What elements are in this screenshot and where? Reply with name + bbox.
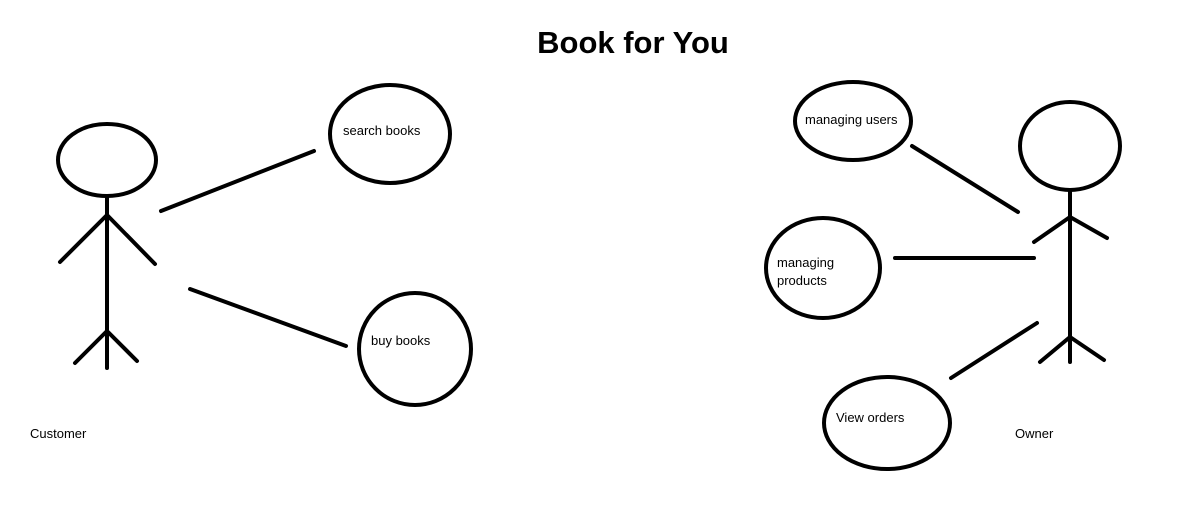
use-case-search-books: search books <box>328 83 452 185</box>
actor-customer-label: Customer <box>30 426 87 441</box>
diagram-title: Book for You <box>537 25 729 60</box>
actor-owner-left-arm <box>1032 215 1072 244</box>
actor-customer-left-arm <box>58 213 109 264</box>
actor-owner-label: Owner <box>1015 426 1054 441</box>
association-owner-view-orders <box>949 321 1039 380</box>
use-case-search-books-label: search books <box>343 123 421 138</box>
association-customer-search-books <box>159 149 316 213</box>
actor-customer-figure <box>56 122 158 370</box>
use-case-buy-books-ellipse <box>357 291 473 407</box>
association-owner-managing-users <box>910 144 1020 214</box>
use-case-managing-users: managing users <box>793 80 913 162</box>
use-case-managing-products-ellipse <box>764 216 882 320</box>
use-case-buy-books-label: buy books <box>371 333 431 348</box>
use-case-managing-products-label-line-2: products <box>777 273 827 288</box>
use-case-managing-users-ellipse <box>793 80 913 162</box>
use-case-managing-products: managing products <box>764 216 882 320</box>
actor-customer-right-leg <box>105 329 139 363</box>
use-case-view-orders-label: View orders <box>836 410 905 425</box>
actor-owner-right-leg <box>1068 335 1106 362</box>
use-case-search-books-ellipse <box>328 83 452 185</box>
use-case-buy-books: buy books <box>357 291 473 407</box>
use-case-managing-users-label: managing users <box>805 112 898 127</box>
actor-owner-right-arm <box>1068 215 1109 240</box>
use-case-managing-products-label-line-1: managing <box>777 255 834 270</box>
use-case-view-orders: View orders <box>822 375 952 471</box>
actor-customer-right-arm <box>105 213 157 266</box>
actor-owner-left-leg <box>1038 335 1072 364</box>
actor-owner-head <box>1018 100 1122 192</box>
actor-customer-head <box>56 122 158 198</box>
association-customer-buy-books <box>188 287 348 348</box>
actor-owner-figure <box>1018 100 1122 364</box>
actor-customer-left-leg <box>73 329 109 365</box>
use-case-view-orders-ellipse <box>822 375 952 471</box>
